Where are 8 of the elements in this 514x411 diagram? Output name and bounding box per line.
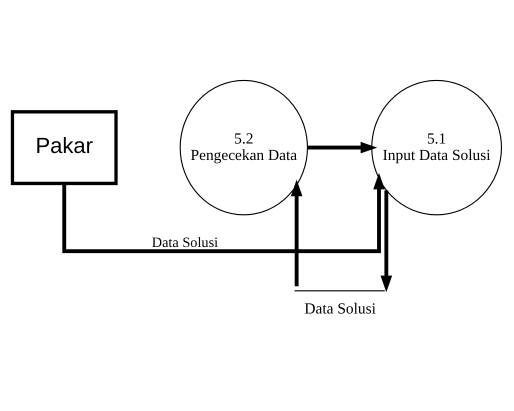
arrow <box>290 179 302 286</box>
edge-label: Data Solusi <box>152 234 218 251</box>
node-box: Pakar <box>10 110 118 185</box>
node-text: Data Solusi <box>304 300 376 318</box>
arrow <box>62 172 385 253</box>
arrow <box>380 190 392 292</box>
arrow <box>308 141 378 153</box>
node-circle: 5.2 Pengecekan Data <box>180 79 308 215</box>
